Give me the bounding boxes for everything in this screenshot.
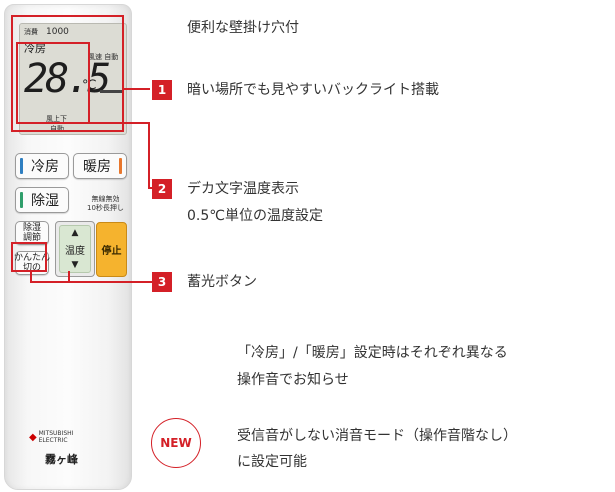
lcd-vane: 風上下 [46,115,67,123]
lcd-time: 1000 [46,27,69,37]
wall-hook-text: 便利な壁掛け穴付 [187,20,299,36]
glow-button-text: 蓄光ボタン [187,274,257,290]
new-badge: NEW [151,418,201,468]
heat-button[interactable]: 暖房 [73,153,127,179]
connector-2c [148,187,152,189]
cool-button[interactable]: 冷房 [15,153,69,179]
stop-button[interactable]: 停止 [96,222,127,277]
sound-text-line2: 操作音でお知らせ [237,372,349,388]
highlight-lcd [11,15,124,132]
half-degree-text: 0.5℃単位の温度設定 [187,208,323,224]
connector-2a [90,122,150,124]
temp-label: 温度 [65,245,85,257]
temp-up-icon[interactable]: ▲ [71,228,79,238]
mitsubishi-logo: ◆ MITSUBISHI ELECTRIC [29,430,73,444]
silent-label: 無線無効 10秒長押し [87,195,124,212]
temperature-rocker[interactable]: ▲ 温度 ▼ [59,225,91,273]
badge-2: 2 [152,179,172,199]
connector-3b [30,281,152,283]
cool-color-bar [20,158,23,174]
heat-button-label: 暖房 [83,159,111,175]
dry-color-bar [20,192,23,208]
badge-3: 3 [152,272,172,292]
brand-name: 霧ヶ峰 [45,453,78,466]
lcd-mode: 冷房 [24,42,46,55]
big-temp-text: デカ文字温度表示 [187,181,299,197]
heat-color-bar [119,158,122,174]
diamond-logo-icon: ◆ [29,431,37,443]
connector-3a [30,272,32,282]
lcd-vane-auto: 自動 [50,125,64,133]
connector-3c [68,271,70,282]
badge-1: 1 [152,80,172,100]
connector-1 [124,88,150,90]
lcd-temperature: 28.5 [24,56,111,102]
temperature-buttons[interactable]: ▲ 温度 ▼ [55,221,95,277]
logo-text: MITSUBISHI ELECTRIC [38,430,74,444]
mute-text-line1: 受信音がしない消音モード（操作音階なし） [237,428,517,444]
highlight-glow-button [11,242,47,272]
connector-2b [148,122,150,188]
dehumidify-adjust-button[interactable]: 除湿 調節 [15,221,49,245]
temp-down-icon[interactable]: ▼ [71,260,79,270]
lcd-display: 消費 1000 冷房 風速 自動 28.5 ℃ 風上下 自動 [19,23,127,135]
dry-button[interactable]: 除湿 [15,187,69,213]
dry-button-label: 除湿 [31,193,59,209]
lcd-fan: 風速 自動 [88,53,119,61]
backlight-text: 暗い場所でも見やすいバックライト搭載 [187,82,439,98]
cool-button-label: 冷房 [31,159,59,175]
sound-text-line1: 「冷房」/「暖房」設定時はそれぞれ異なる [237,345,508,361]
highlight-temp-digits [16,42,90,124]
lcd-fan-bar [100,90,122,93]
mute-text-line2: に設定可能 [237,454,307,470]
remote-control: 消費 1000 冷房 風速 自動 28.5 ℃ 風上下 自動 冷房 暖房 除湿 … [4,4,132,490]
stop-button-label: 停止 [101,246,122,257]
lcd-top-left: 消費 [24,28,38,36]
